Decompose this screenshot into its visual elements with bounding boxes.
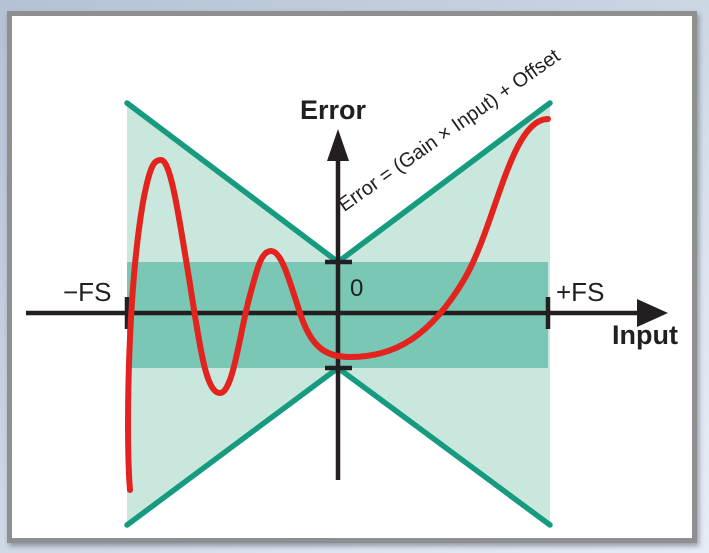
error-axis-label: Error xyxy=(300,95,367,125)
error-curve xyxy=(125,116,551,493)
axes-and-ticks xyxy=(26,150,644,480)
input-axis-arrowhead-icon xyxy=(637,299,668,327)
origin-label: 0 xyxy=(350,275,364,302)
error-axis-arrowhead-icon xyxy=(327,129,349,161)
pos-full-scale-label: +FS xyxy=(556,277,605,307)
input-axis-label: Input xyxy=(612,320,678,350)
neg-full-scale-label: −FS xyxy=(63,277,112,307)
